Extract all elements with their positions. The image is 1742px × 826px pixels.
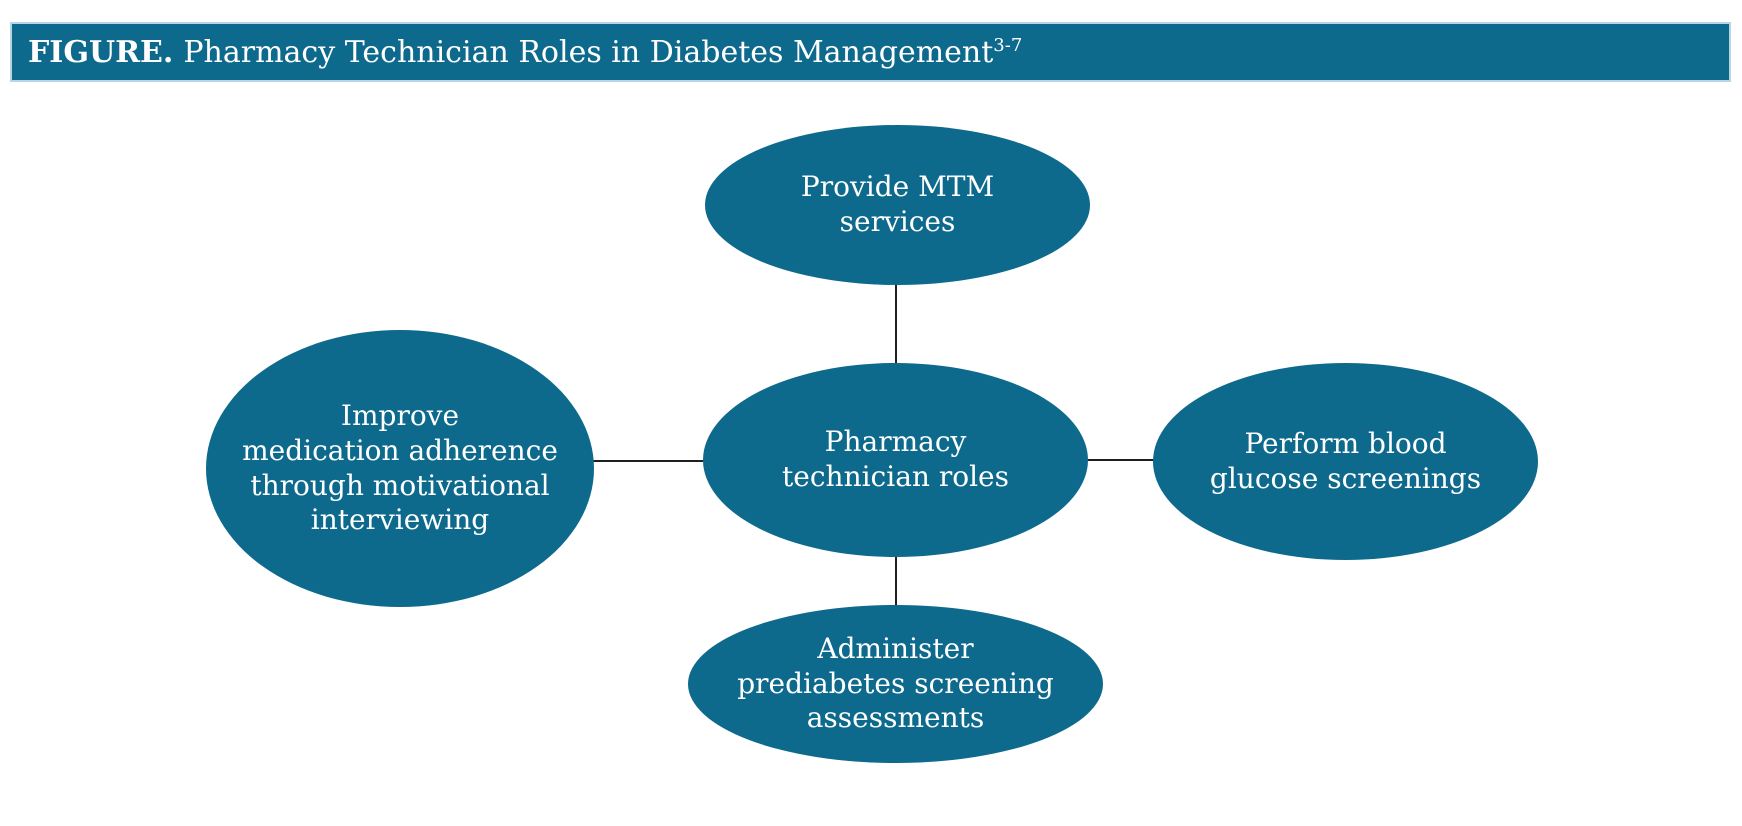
figure-title-text: Pharmacy Technician Roles in Diabetes Ma…: [183, 34, 994, 70]
node-improve-medication-adherence: Improve medication adherence through mot…: [206, 330, 594, 607]
node-provide-mtm-services: Provide MTM services: [705, 125, 1090, 285]
figure-reference-superscript: 3-7: [993, 34, 1023, 56]
node-perform-blood-glucose-screenings: Perform blood glucose screenings: [1153, 363, 1538, 560]
figure-title: Pharmacy Technician Roles in Diabetes Ma…: [183, 35, 1022, 70]
connector-center-to-right: [1084, 459, 1158, 461]
node-pharmacy-technician-roles: Pharmacy technician roles: [703, 363, 1088, 557]
diagram-canvas: Provide MTM services Improve medication …: [0, 82, 1742, 826]
figure-header-bar: FIGURE. Pharmacy Technician Roles in Dia…: [10, 22, 1731, 82]
node-administer-prediabetes-screenings: Administer prediabetes screening assessm…: [688, 605, 1103, 763]
connector-center-to-left: [588, 460, 708, 462]
connector-center-to-bottom: [895, 552, 897, 610]
connector-center-to-top: [895, 280, 897, 370]
figure-label: FIGURE.: [28, 34, 174, 70]
